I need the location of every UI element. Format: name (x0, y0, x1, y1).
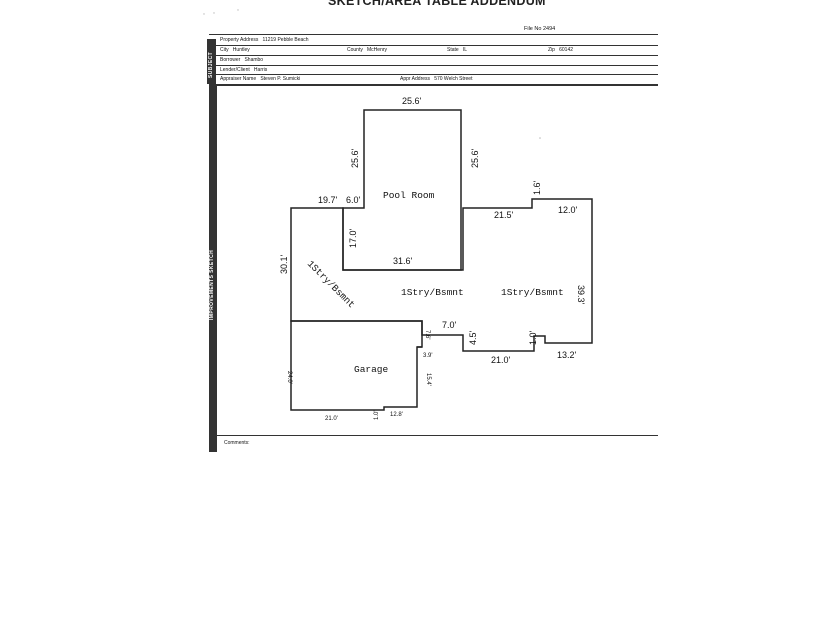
appr-address-field: Appr Address 570 Welch Street (400, 76, 472, 82)
form-rule (209, 55, 658, 56)
zip-value: 60142 (559, 47, 574, 53)
dimension-bottom-right: 13.2' (557, 350, 577, 360)
dimension-garage-r2: 3.9' (423, 353, 433, 359)
dimension-pool-top: 25.6' (402, 96, 422, 106)
appr-address-label: Appr Address (400, 76, 431, 82)
lender-label: Lender/Client (220, 67, 250, 73)
pool-room-outline (342, 109, 462, 271)
dimension-right-step: 1.6' (532, 180, 542, 195)
state-value: IL (462, 47, 468, 53)
dimension-garage-left: 24.0' (286, 371, 292, 384)
dimension-left-side: 30.1' (279, 254, 289, 274)
scan-speck (203, 13, 205, 15)
borrower-value: Shambo (244, 57, 264, 63)
city-label: City (220, 47, 229, 53)
form-rule (209, 84, 658, 86)
appr-address-value: 570 Welch Street (434, 76, 473, 82)
form-rule (209, 74, 658, 75)
dimension-right-side: 39.3' (576, 285, 586, 305)
dimension-garage-bottom-right: 12.8' (390, 412, 403, 418)
property-address-row: Property Address 11219 Pebble Beach (220, 37, 309, 43)
borrower-row: Borrower Shambo (220, 57, 263, 63)
form-rule (209, 45, 658, 46)
property-address-label: Property Address (220, 37, 259, 43)
garage-outline (290, 320, 423, 411)
borrower-label: Borrower (220, 57, 241, 63)
dimension-mid-step: 7.0' (442, 320, 457, 330)
garage-room-label: Garage (354, 364, 389, 375)
city-value: Huntley (232, 47, 250, 53)
dimension-left-top: 19.7' (318, 195, 338, 205)
property-address-value: 11219 Pebble Beach (262, 37, 309, 43)
dimension-pool-bottom: 31.6' (393, 256, 413, 266)
dimension-pool-right: 25.6' (470, 148, 480, 168)
dimension-pool-left: 25.6' (350, 148, 360, 168)
dimension-bottom-mid: 21.0' (491, 355, 511, 365)
dimension-right-top-a: 21.5' (494, 210, 514, 220)
scan-speck (539, 137, 541, 139)
main-center-room-label: 1Stry/Bsmnt (401, 287, 464, 298)
scan-speck (237, 9, 239, 11)
zip-field: Zip 60142 (548, 47, 573, 53)
dimension-mid-vertical: 4.5' (468, 330, 478, 345)
dimension-garage-r1: 7.6' (424, 330, 430, 340)
state-field: State IL (447, 47, 467, 53)
dimension-right-top-b: 12.0' (558, 205, 578, 215)
main-left-room-label: 1Stry/Bsmnt (305, 258, 357, 310)
subject-side-tab (207, 39, 216, 84)
dimension-garage-notch: 1.0' (374, 411, 380, 421)
appraiser-value: Steven P. Sumicki (260, 76, 301, 82)
state-label: State (447, 47, 459, 53)
form-rule (209, 34, 658, 35)
form-rule (209, 435, 658, 436)
scan-speck (213, 12, 215, 14)
zip-label: Zip (548, 47, 555, 53)
city-row: City Huntley (220, 47, 660, 53)
main-right-room-label: 1Stry/Bsmnt (501, 287, 564, 298)
comments-label: Comments: (224, 440, 250, 446)
dimension-notch: 1.0' (528, 330, 538, 345)
dimension-garage-bottom: 21.0' (325, 416, 338, 422)
lender-value: Harris (253, 67, 268, 73)
form-rule (209, 65, 658, 66)
file-number: File No 2494 (524, 26, 556, 32)
appraiser-row: Appraiser Name Steven P. Sumicki (220, 76, 300, 82)
appraiser-label: Appraiser Name (220, 76, 257, 82)
lender-row: Lender/Client Harris (220, 67, 267, 73)
dimension-pool-step: 6.0' (346, 195, 361, 205)
dimension-pool-inner: 17.0' (348, 228, 358, 248)
county-field: County McHenry (347, 47, 387, 53)
pool-room-label: Pool Room (383, 190, 435, 201)
dimension-garage-r3: 15.4' (425, 373, 431, 386)
improvements-side-tab (209, 86, 217, 452)
page-title: SKETCH/AREA TABLE ADDENDUM (328, 0, 546, 8)
county-value: McHenry (367, 47, 388, 53)
county-label: County (347, 47, 363, 53)
